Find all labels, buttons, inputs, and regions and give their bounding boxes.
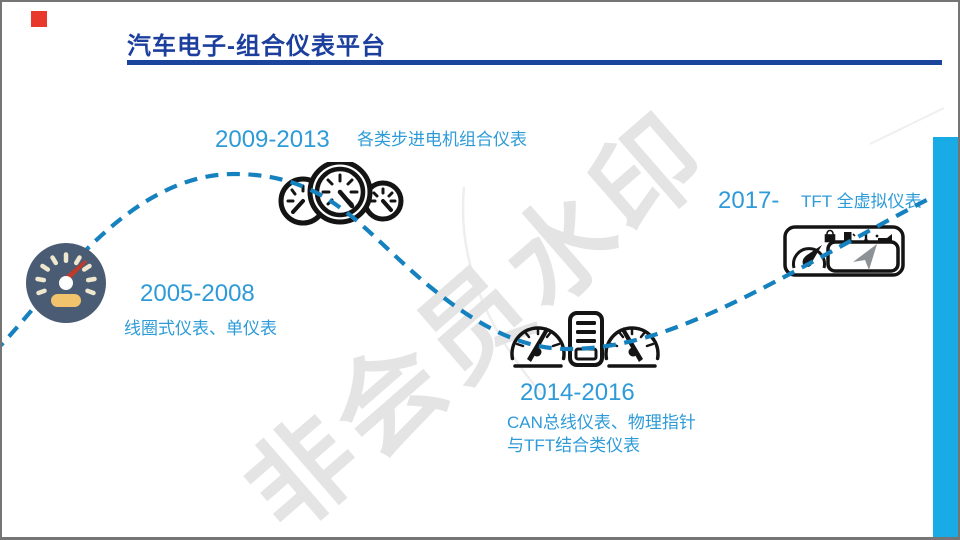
title-underline	[127, 60, 942, 65]
side-accent-bar	[933, 137, 958, 537]
milestone-years-2014: 2014-2016	[520, 379, 635, 406]
milestone-years-2009: 2009-2013	[215, 126, 330, 153]
triple-stepper-gauge-icon	[278, 162, 404, 226]
odometer	[51, 294, 81, 307]
milestone-years-2005: 2005-2008	[140, 280, 255, 307]
milestone-desc-2014: CAN总线仪表、物理指针 与TFT结合类仪表	[507, 411, 696, 457]
milestone-desc-2005: 线圈式仪表、单仪表	[124, 319, 277, 338]
milestone-desc-2014-line2: 与TFT结合类仪表	[507, 436, 641, 455]
milestone-years-2017: 2017-	[718, 187, 780, 214]
milestone-desc-2009: 各类步进电机组合仪表	[357, 130, 527, 149]
milestone-desc-2014-line1: CAN总线仪表、物理指针	[507, 413, 696, 432]
page-title: 汽车电子-组合仪表平台	[127, 33, 386, 60]
tft-virtual-cluster-icon	[783, 225, 905, 277]
gauges-with-display-icon	[510, 311, 660, 368]
logo-red-square	[31, 11, 47, 27]
milestone-desc-2017: TFT 全虚拟仪表	[801, 192, 922, 211]
analog-speedometer-icon	[26, 243, 106, 323]
